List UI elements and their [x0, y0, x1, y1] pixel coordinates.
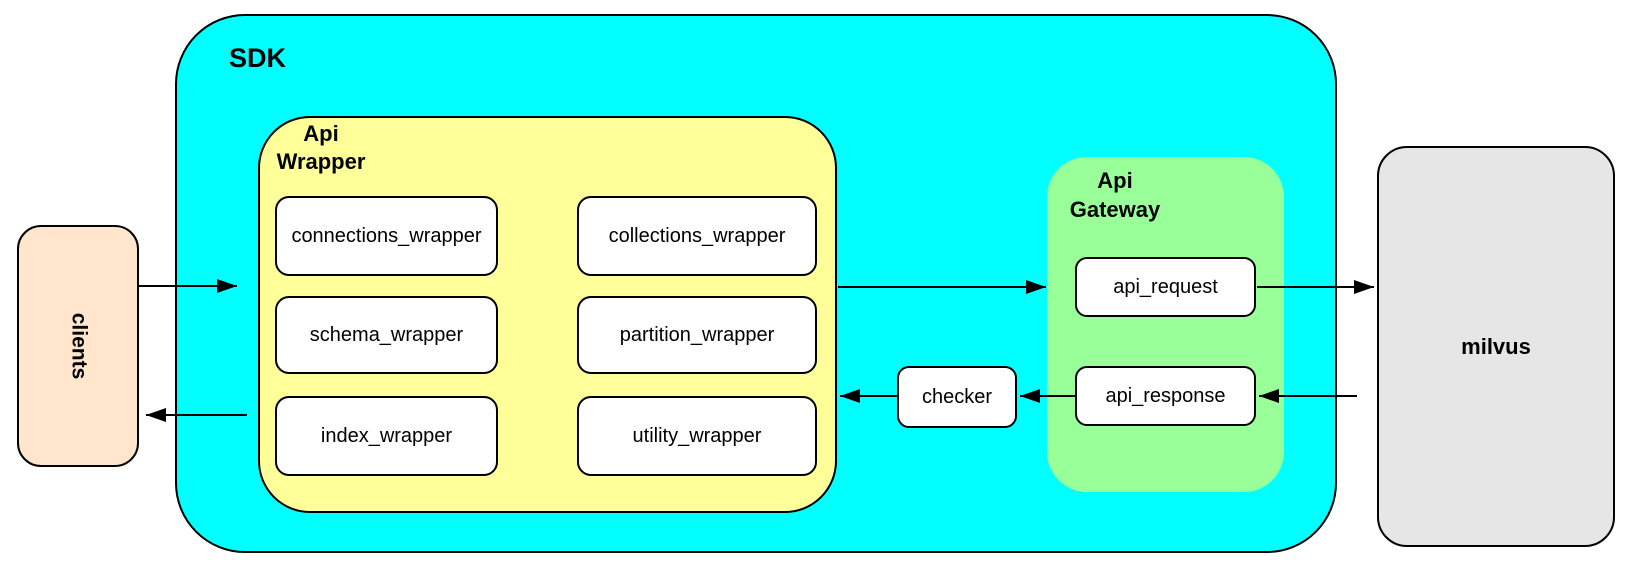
collections-wrapper-node: collections_wrapper [577, 196, 817, 276]
api-request-label: api_request [1113, 275, 1218, 298]
api-request-node: api_request [1075, 257, 1256, 317]
connections-wrapper-node: connections_wrapper [275, 196, 498, 276]
checker-node: checker [897, 366, 1017, 428]
utility-wrapper-node: utility_wrapper [577, 396, 817, 476]
api-response-label: api_response [1105, 384, 1226, 407]
checker-label: checker [921, 385, 993, 408]
utility-wrapper-label: utility_wrapper [632, 424, 762, 447]
partition-wrapper-label: partition_wrapper [619, 323, 775, 346]
api-gateway-label: Api Gateway [1069, 168, 1161, 222]
clients-label: clients [67, 312, 90, 380]
milvus-label: milvus [1461, 333, 1531, 359]
connections-wrapper-label: connections_wrapper [291, 224, 482, 247]
milvus-node: milvus [1377, 146, 1615, 547]
schema-wrapper-node: schema_wrapper [275, 296, 498, 374]
index-wrapper-label: index_wrapper [320, 424, 453, 447]
collections-wrapper-label: collections_wrapper [608, 224, 786, 247]
clients-node: clients [17, 225, 139, 467]
api-gateway-container: Api Gateway [1047, 157, 1284, 492]
api-response-node: api_response [1075, 366, 1256, 426]
api-wrapper-label: Api Wrapper [276, 121, 366, 174]
partition-wrapper-node: partition_wrapper [577, 296, 817, 374]
sdk-label: SDK [229, 43, 287, 73]
index-wrapper-node: index_wrapper [275, 396, 498, 476]
schema-wrapper-label: schema_wrapper [309, 323, 464, 346]
